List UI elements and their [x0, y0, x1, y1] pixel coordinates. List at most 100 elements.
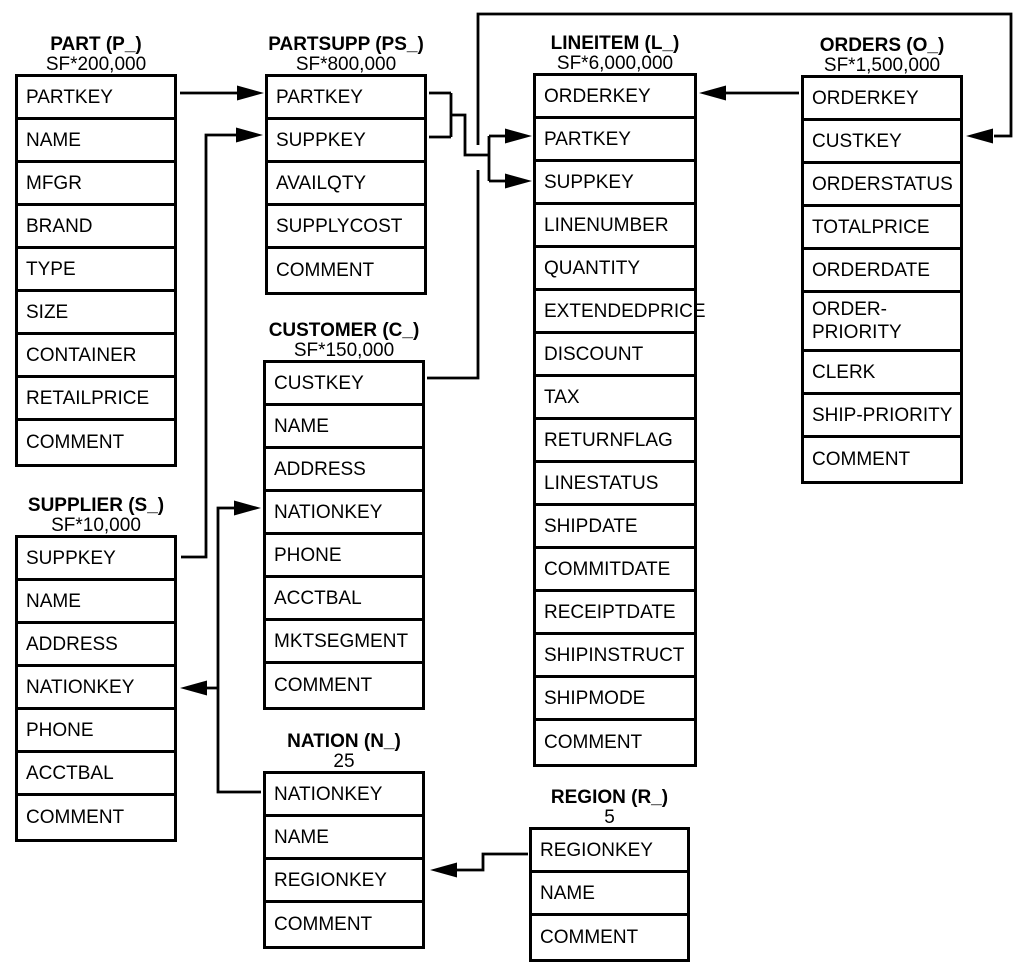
table-row-linestatus: LINESTATUS — [536, 463, 694, 506]
table-row-supplycost: SUPPLYCOST — [268, 206, 424, 249]
table-row-phone: PHONE — [18, 710, 174, 753]
table-row-totalprice: TOTALPRICE — [804, 207, 960, 250]
table-row-quantity: QUANTITY — [536, 248, 694, 291]
table-row-discount: DISCOUNT — [536, 334, 694, 377]
table-row-returnflag: RETURNFLAG — [536, 420, 694, 463]
arrowhead-partsupp-to-lineitem-partkey — [505, 128, 532, 144]
table-row-shipdate: SHIPDATE — [536, 506, 694, 549]
edge-nation-to-customer-supplier — [207, 506, 261, 794]
table-row-acctbal: ACCTBAL — [18, 753, 174, 796]
arrowhead-nation-to-supplier — [180, 680, 207, 696]
arrowhead-supplier-to-partsupp — [236, 127, 263, 143]
table-row-regionkey: REGIONKEY — [266, 860, 422, 903]
table-row-comment: COMMENT — [26, 432, 125, 453]
table-row-nationkey: NATIONKEY — [266, 492, 422, 535]
table-row-linenumber: LINENUMBER — [536, 205, 694, 248]
table-row-address: ADDRESS — [18, 624, 174, 667]
table-row-name: NAME — [18, 581, 174, 624]
table-row-mktsegment: MKTSEGMENT — [266, 621, 422, 664]
table-row-address: ADDRESS — [266, 449, 422, 492]
table-row-comment: COMMENT — [26, 807, 125, 828]
table-row-commitdate: COMMITDATE — [536, 549, 694, 592]
table-row-extendedprice: EXTENDEDPRICE — [536, 291, 706, 334]
table-row-brand: BRAND — [18, 206, 174, 249]
edge-region-to-nation — [457, 852, 528, 872]
table-cardinality: SF*6,000,000 — [556, 53, 674, 74]
table-row-name: NAME — [266, 406, 422, 449]
table-cardinality: SF*200,000 — [45, 54, 147, 75]
table-cardinality: SF*10,000 — [51, 515, 141, 536]
table-row-regionkey: REGIONKEY — [532, 830, 687, 873]
table-row-comment: COMMENT — [812, 449, 911, 470]
table-row-shipmode: SHIPMODE — [536, 678, 694, 721]
table-title: LINEITEM (L_) — [550, 33, 680, 54]
table-title: PART (P_) — [50, 34, 142, 55]
arrowhead-nation-to-customer — [234, 500, 261, 516]
table-row-tax: TAX — [536, 377, 694, 420]
table-row-orderkey: ORDERKEY — [804, 78, 960, 121]
table-row-orderkey: ORDERKEY — [536, 76, 694, 119]
table-row-acctbal: ACCTBAL — [266, 578, 422, 621]
table-row-container: CONTAINER — [18, 335, 174, 378]
table-row-nationkey: NATIONKEY — [18, 667, 174, 710]
table-row-size: SIZE — [18, 292, 174, 335]
table-row-comment: COMMENT — [274, 675, 373, 696]
table-row-shipinstruct: SHIPINSTRUCT — [536, 635, 694, 678]
table-row-order-priority: ORDER-PRIORITY — [804, 293, 960, 352]
table-cardinality: SF*1,500,000 — [823, 55, 941, 76]
table-row-name: NAME — [18, 120, 174, 163]
table-row-name: NAME — [266, 817, 422, 860]
table-row-partkey: PARTKEY — [18, 77, 174, 120]
table-row-comment: COMMENT — [274, 914, 373, 935]
table-row-type: TYPE — [18, 249, 174, 292]
table-title: ORDERS (O_) — [819, 35, 945, 56]
table-title: NATION (N_) — [287, 731, 401, 752]
table-cardinality: SF*800,000 — [295, 54, 397, 75]
table-row-comment: COMMENT — [544, 732, 643, 753]
table-row-orderstatus: ORDERSTATUS — [804, 164, 960, 207]
table-row-custkey: CUSTKEY — [804, 121, 960, 164]
table-row-comment: COMMENT — [540, 927, 639, 948]
table-row-suppkey: SUPPKEY — [268, 120, 424, 163]
table-row-receiptdate: RECEIPTDATE — [536, 592, 694, 635]
table-row-phone: PHONE — [266, 535, 422, 578]
table-cardinality: SF*150,000 — [293, 340, 395, 361]
table-title: SUPPLIER (S_) — [27, 495, 165, 516]
table-row-suppkey: SUPPKEY — [18, 538, 174, 581]
table-title: CUSTOMER (C_) — [268, 320, 420, 341]
table-cardinality: 5 — [604, 807, 615, 828]
table-row-ship-priority: SHIP-PRIORITY — [804, 395, 960, 438]
table-title: REGION (R_) — [550, 787, 669, 808]
arrowhead-part-to-partsupp — [237, 85, 264, 101]
arrowhead-partsupp-to-lineitem-suppkey — [505, 173, 532, 189]
table-row-partkey: PARTKEY — [536, 119, 694, 162]
edge-supplier-to-partsupp — [181, 133, 236, 559]
arrowhead-customer-to-orders — [966, 128, 993, 144]
edge-partsupp-to-lineitem — [429, 91, 506, 183]
table-row-availqty: AVAILQTY — [268, 163, 424, 206]
table-row-partkey: PARTKEY — [268, 77, 424, 120]
table-row-clerk: CLERK — [804, 352, 960, 395]
table-row-comment: COMMENT — [276, 260, 375, 281]
table-row-mfgr: MFGR — [18, 163, 174, 206]
table-row-retailprice: RETAILPRICE — [18, 378, 174, 421]
table-row-name: NAME — [532, 873, 687, 916]
table-row-suppkey: SUPPKEY — [536, 162, 694, 205]
arrowhead-orders-to-lineitem — [699, 85, 726, 101]
arrowhead-region-to-nation — [430, 862, 457, 878]
table-row-orderdate: ORDERDATE — [804, 250, 960, 293]
